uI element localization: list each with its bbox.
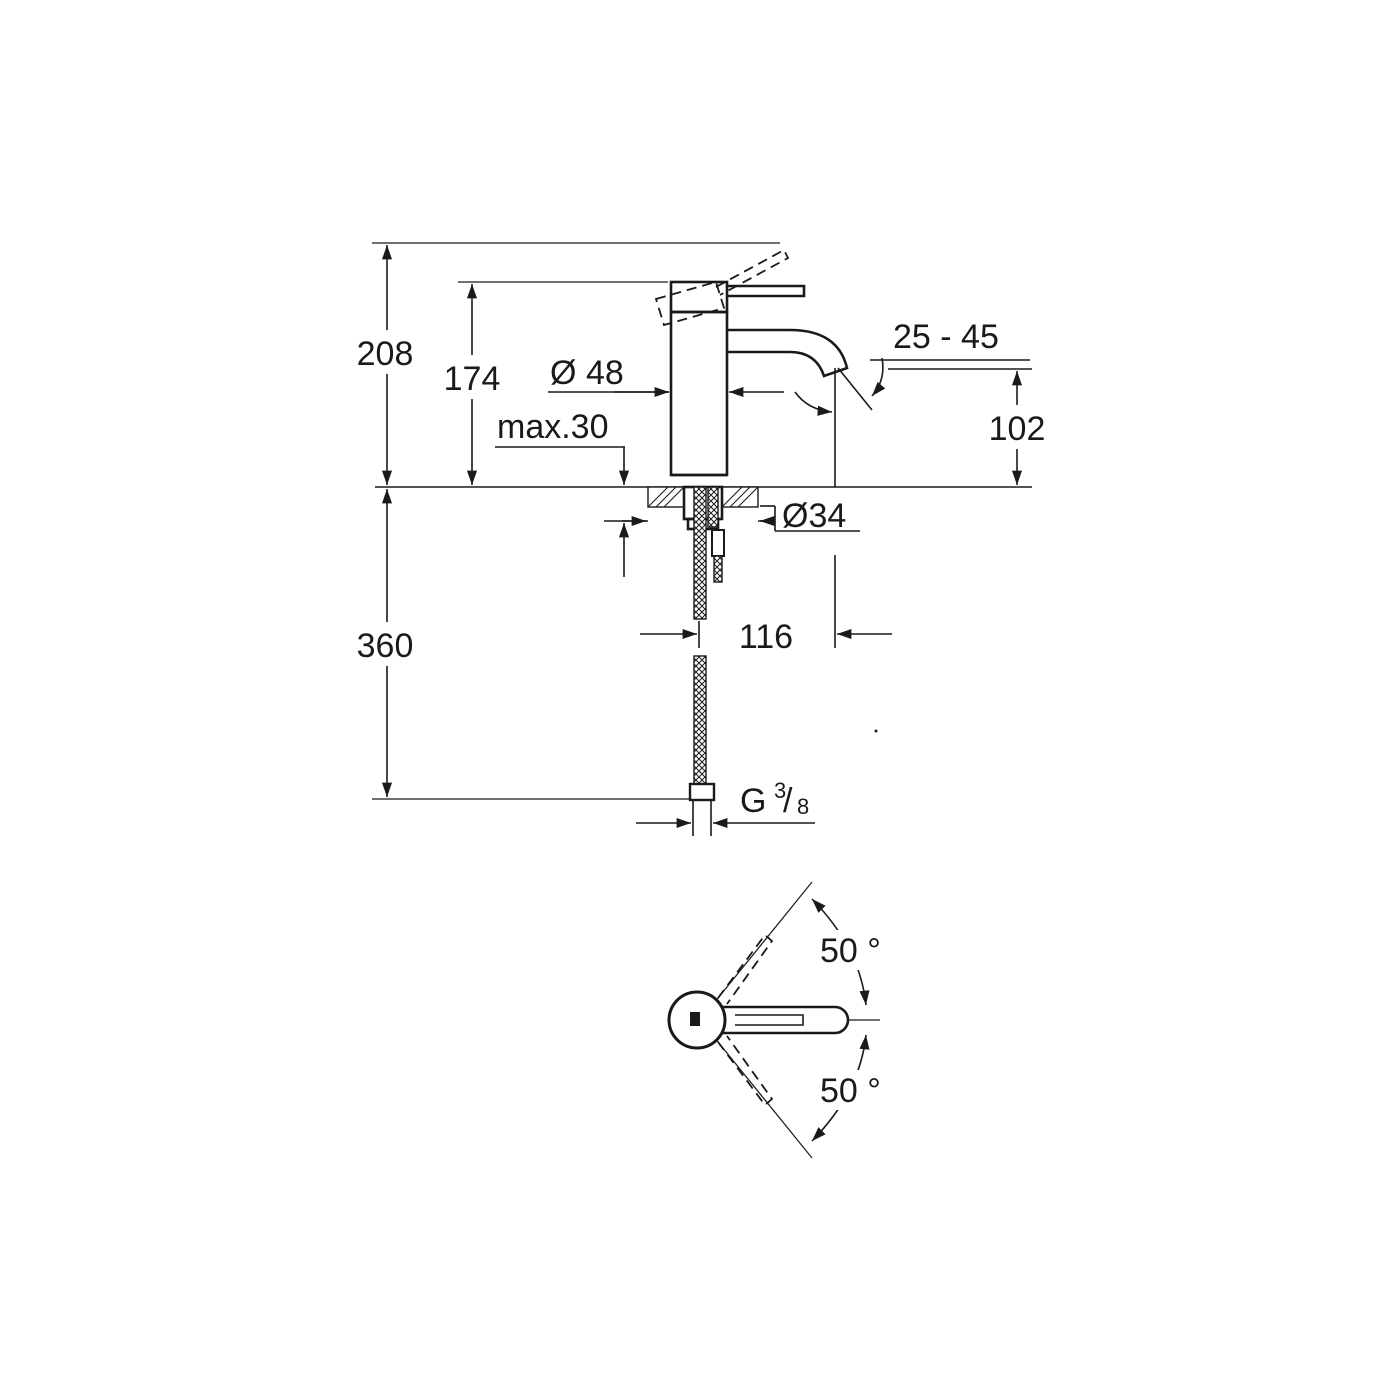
stray-dot	[874, 729, 878, 733]
dim-body-height: 174	[432, 281, 668, 485]
handle-raised-dashed	[654, 248, 790, 327]
dim-116-label: 116	[739, 618, 793, 656]
supply-hose-lower	[693, 655, 707, 785]
dim-174-label: 174	[444, 360, 501, 398]
deck-section	[647, 486, 759, 508]
lever-rotated-down-dashed	[713, 1035, 813, 1159]
supply-hose-second	[707, 486, 719, 528]
dim-thread-g-label: G	[740, 782, 766, 820]
dim-mounting-hole: Ø34	[604, 497, 860, 535]
dim-outlet-height: 102	[980, 371, 1056, 485]
dim-max30-label: max.30	[497, 408, 609, 446]
hose-fitting	[711, 529, 725, 557]
dim-max-deck-thickness: max.30	[495, 408, 630, 577]
dim-25-45-label: 25 - 45	[893, 318, 999, 356]
dim-connection-thread: G 3 / 8	[636, 778, 815, 836]
dim-diameter-symbol: Ø	[550, 354, 576, 392]
dim-spout-angle: 25 - 45	[794, 318, 1032, 487]
dim-hose-length: 360	[345, 489, 690, 800]
dim-102-label: 102	[989, 410, 1046, 448]
lever-rotated-up-dashed	[713, 881, 813, 1005]
dim-thread-numerator: 3	[774, 778, 786, 803]
dim-208-label: 208	[357, 335, 414, 373]
dim-50-up-label: 50 °	[820, 932, 881, 970]
dim-360-label: 360	[357, 627, 414, 665]
top-view: 50 ° 50 °	[667, 881, 895, 1159]
dim-spout-projection: 116	[640, 555, 892, 656]
faucet-body	[669, 310, 729, 477]
hose-connector	[688, 782, 716, 802]
dim-48-label: 48	[586, 354, 624, 392]
supply-hose-upper	[693, 486, 707, 620]
dim-thread-denominator: 8	[797, 794, 809, 819]
side-view: 208 174 Ø 48 max.30	[345, 242, 1056, 836]
dim-thread-slash: /	[783, 782, 793, 820]
dim-overall-height: 208	[345, 242, 780, 485]
spout	[727, 328, 849, 378]
dim-34-label: Ø34	[782, 497, 846, 535]
dim-50-down-label: 50 °	[820, 1072, 881, 1110]
handle-lever	[727, 284, 806, 298]
dim-rotation-down: 50 °	[811, 1034, 895, 1142]
dim-body-diameter: Ø 48	[548, 354, 784, 398]
top-lever	[722, 1005, 850, 1035]
dim-rotation-up: 50 °	[811, 898, 895, 1006]
